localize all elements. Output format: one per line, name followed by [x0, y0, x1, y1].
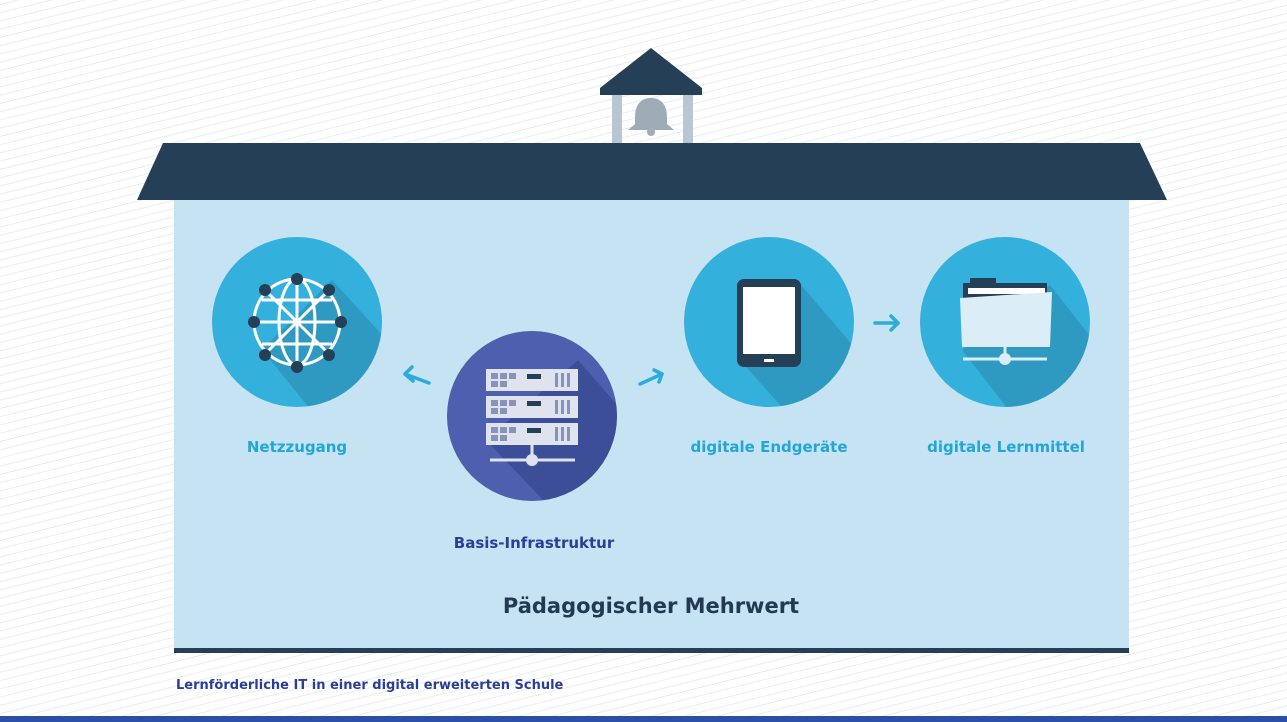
node-netzzugang — [212, 237, 382, 407]
cloud-folder-icon — [960, 278, 1052, 365]
arrow-endgeraete-to-lernmittel — [873, 314, 900, 332]
bell-tower — [600, 48, 702, 145]
network-nodes — [248, 273, 347, 373]
node-digitale-lernmittel — [920, 237, 1090, 407]
arrow-basis-to-endgeraete — [638, 368, 664, 386]
roof — [137, 143, 1167, 200]
main-label: Pädagogischer Mehrwert — [502, 594, 800, 618]
arrow-basis-to-netzzugang — [403, 365, 431, 385]
label-digitale-lernmittel: digitale Lernmittel — [927, 438, 1085, 456]
label-basis-infrastruktur: Basis-Infrastruktur — [453, 534, 615, 552]
bell-icon — [628, 98, 674, 136]
label-digitale-endgeraete: digitale Endgeräte — [690, 438, 848, 456]
server-rack-icon — [486, 369, 578, 466]
label-netzzugang: Netzzugang — [246, 438, 348, 456]
tablet-icon — [737, 279, 801, 367]
house-floor-line — [174, 648, 1129, 653]
node-basis-infrastruktur — [447, 331, 617, 501]
node-digitale-endgeraete — [684, 237, 854, 407]
figure-caption: Lernförderliche IT in einer digital erwe… — [176, 678, 564, 693]
bottom-bar — [0, 716, 1287, 722]
